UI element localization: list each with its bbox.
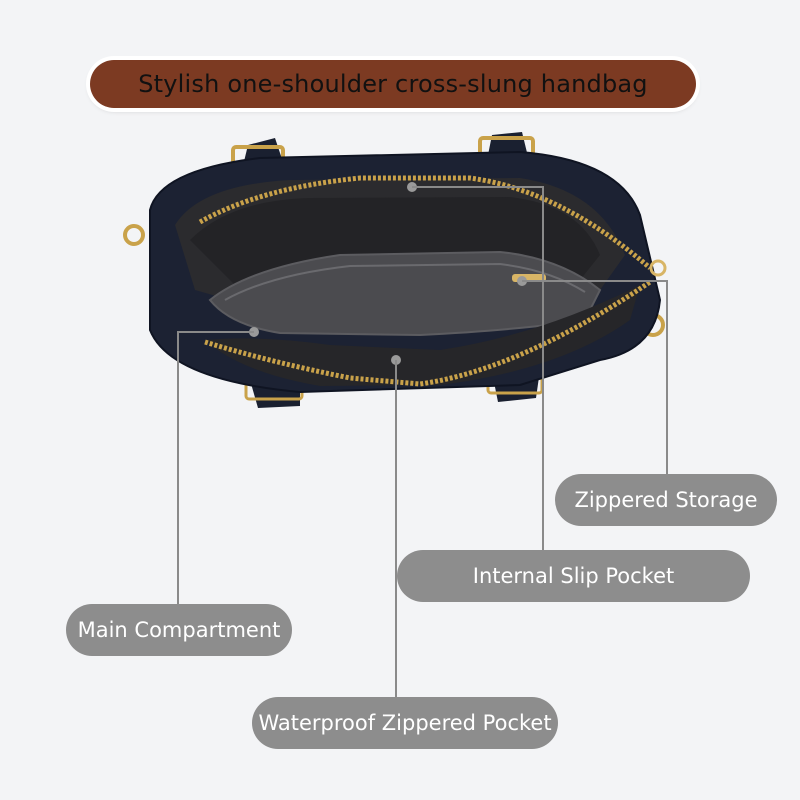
front-compartment	[205, 285, 640, 386]
callout-line-main	[177, 331, 254, 604]
label-waterproof-zippered-pocket: Waterproof Zippered Pocket	[252, 697, 558, 749]
zipper-top	[198, 175, 652, 270]
callout-line-slip	[412, 186, 544, 550]
side-ring-left	[123, 224, 145, 246]
label-main-compartment: Main Compartment	[66, 604, 292, 656]
page-title: Stylish one-shoulder cross-slung handbag	[138, 70, 648, 98]
title-banner: Stylish one-shoulder cross-slung handbag	[90, 60, 696, 108]
label-zippered-storage: Zippered Storage	[555, 474, 777, 526]
slip-pocket-seam	[224, 262, 586, 301]
label-internal-slip-pocket: Internal Slip Pocket	[397, 550, 750, 602]
callout-line-zippered	[522, 280, 668, 474]
zipper-front	[204, 279, 652, 387]
